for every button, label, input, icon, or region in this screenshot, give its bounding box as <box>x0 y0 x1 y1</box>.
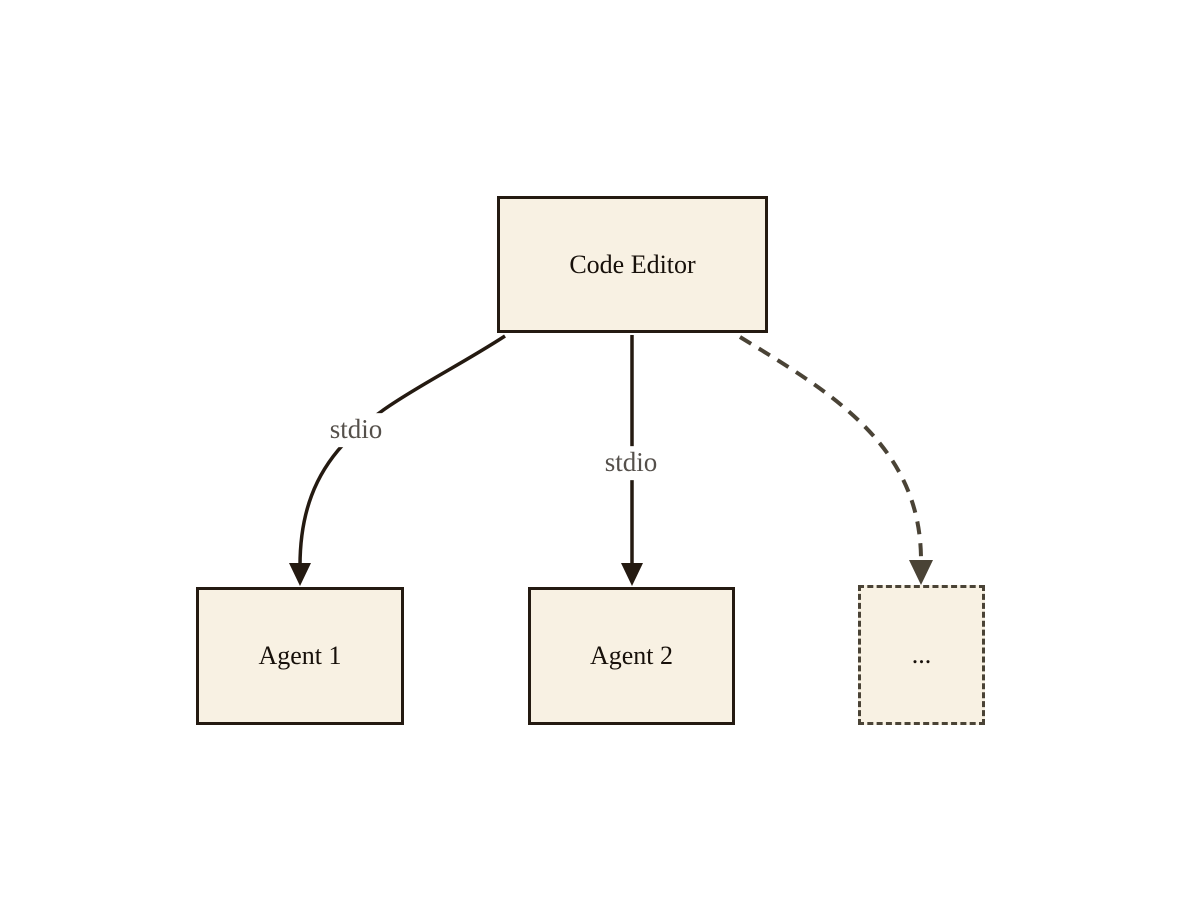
node-agent2-label: Agent 2 <box>589 641 674 670</box>
node-code-editor: Code Editor <box>497 196 768 333</box>
node-agent2: Agent 2 <box>528 587 735 725</box>
arrowhead-agent2 <box>621 563 643 586</box>
node-more-placeholder: ... <box>858 585 985 725</box>
node-agent1: Agent 1 <box>196 587 404 725</box>
edge-label-stdio-agent1: stdio <box>322 413 390 447</box>
edge-code-editor-to-agent1 <box>298 334 506 567</box>
arrowhead-more <box>909 560 933 585</box>
node-more-label: ... <box>911 640 932 669</box>
arrowhead-agent1 <box>289 563 311 586</box>
node-agent1-label: Agent 1 <box>258 641 342 670</box>
node-code-editor-label: Code Editor <box>569 249 696 279</box>
edge-label-stdio-agent2: stdio <box>597 446 665 480</box>
edge-code-editor-to-more <box>738 335 923 561</box>
